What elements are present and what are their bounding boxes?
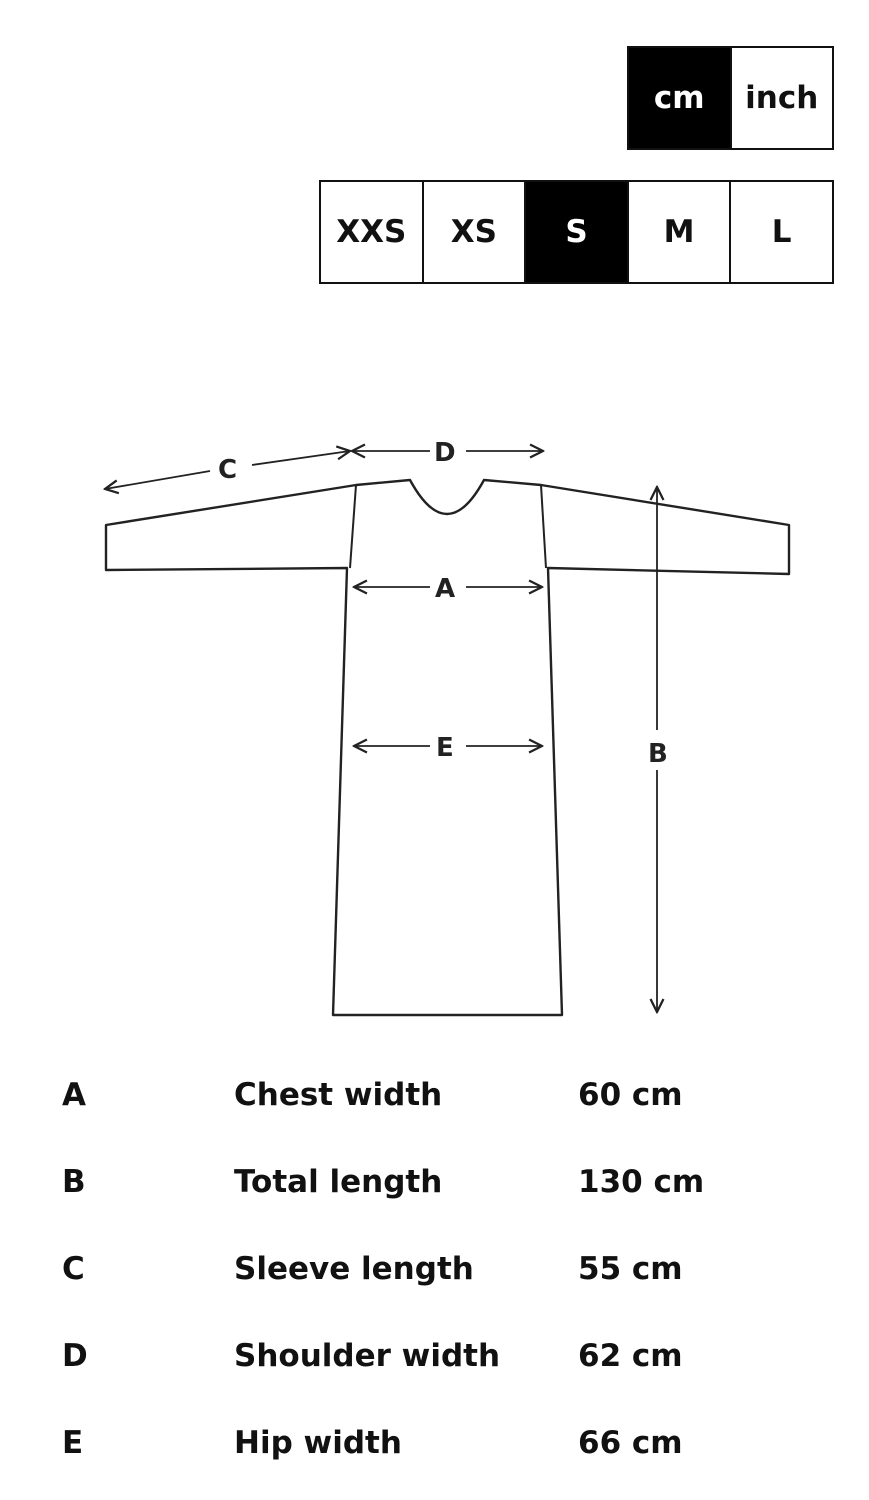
sleeve-arrow-right — [251, 451, 350, 466]
measurement-row: D Shoulder width 62 cm — [0, 1316, 869, 1403]
size-option-l[interactable]: L — [729, 182, 832, 282]
measurement-letter: E — [62, 1425, 84, 1461]
measurement-label: Shoulder width — [234, 1338, 501, 1374]
measurement-row: C Sleeve length 55 cm — [0, 1229, 869, 1316]
measurement-row: B Total length 130 cm — [0, 1142, 869, 1229]
diagram-label-a: A — [435, 574, 455, 604]
measurement-label: Chest width — [234, 1077, 443, 1113]
size-option-m[interactable]: M — [626, 182, 730, 282]
measurement-value: 55 cm — [578, 1251, 683, 1287]
sleeve-arrow-left — [105, 470, 211, 489]
measurement-letter: B — [62, 1164, 86, 1200]
size-option-xs[interactable]: XS — [421, 182, 525, 282]
measurement-value: 66 cm — [578, 1425, 683, 1461]
unit-toggle: cm inch — [627, 46, 834, 150]
measurement-letter: C — [62, 1251, 85, 1287]
measurement-letter: A — [62, 1077, 86, 1113]
diagram-label-b: B — [648, 739, 668, 769]
size-selector: XXS XS S M L — [319, 180, 834, 284]
right-armhole-line — [540, 484, 547, 569]
unit-option-inch[interactable]: inch — [729, 48, 832, 148]
size-option-xxs[interactable]: XXS — [321, 182, 422, 282]
measurement-label: Total length — [234, 1164, 443, 1200]
measurement-label: Hip width — [234, 1425, 402, 1461]
size-option-s[interactable]: S — [524, 182, 627, 282]
diagram-label-e: E — [436, 733, 454, 763]
left-armhole-line — [349, 484, 357, 569]
measurement-value: 60 cm — [578, 1077, 683, 1113]
dress-outline — [104, 478, 791, 1017]
garment-diagram: C D A E B — [0, 438, 791, 1017]
diagram-label-d: D — [434, 438, 456, 468]
diagram-label-c: C — [218, 455, 237, 485]
measurement-value: 130 cm — [578, 1164, 705, 1200]
measurement-label: Sleeve length — [234, 1251, 474, 1287]
measurement-letter: D — [62, 1338, 88, 1374]
measurement-row: A Chest width 60 cm — [0, 1055, 869, 1142]
measurement-value: 62 cm — [578, 1338, 683, 1374]
measurement-row: E Hip width 66 cm — [0, 1403, 869, 1490]
unit-option-cm[interactable]: cm — [629, 48, 730, 148]
